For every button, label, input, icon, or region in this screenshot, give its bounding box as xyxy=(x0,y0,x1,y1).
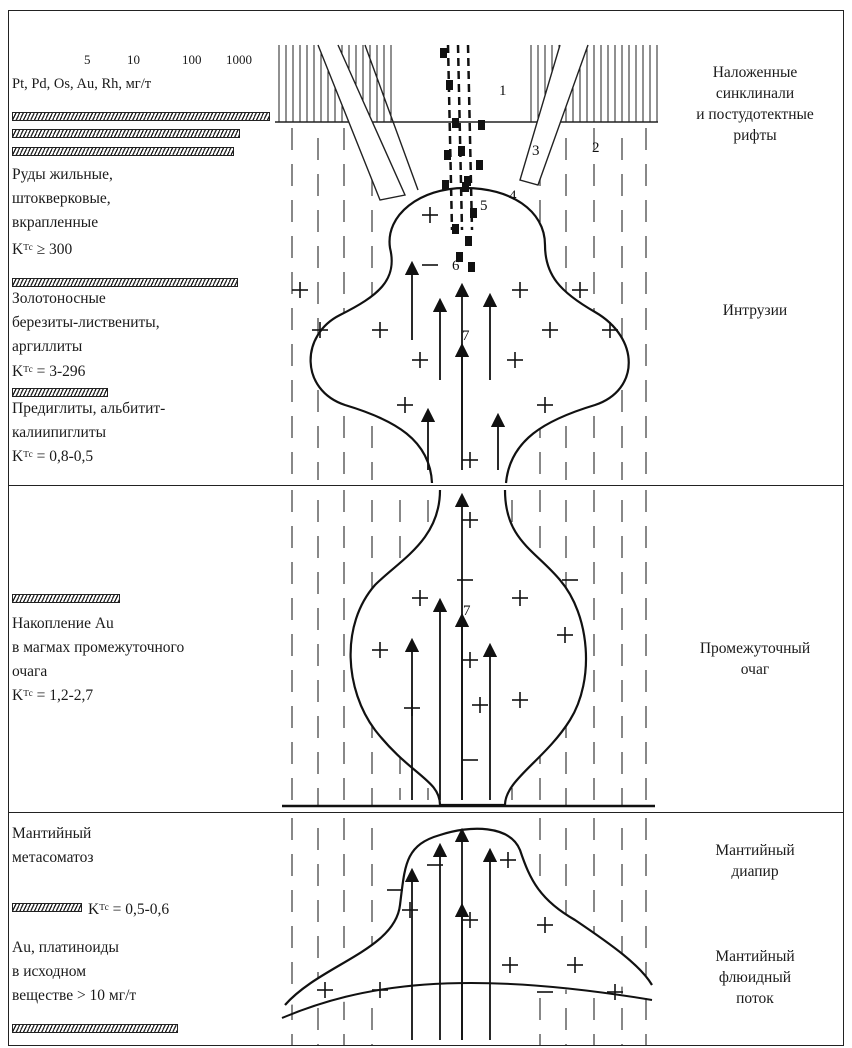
ore-block xyxy=(465,236,472,246)
callout-number: 2 xyxy=(592,140,600,156)
callout-number: 1 xyxy=(499,83,507,99)
ore-block xyxy=(462,182,469,192)
callout-number: 3 xyxy=(532,143,540,159)
rift-wedge-right xyxy=(520,45,588,185)
ore-block xyxy=(452,118,459,128)
callout-number: 5 xyxy=(480,198,488,214)
ore-block xyxy=(478,120,485,130)
mantle-diapir-outline xyxy=(285,829,652,1005)
callout-number: 4 xyxy=(509,188,517,204)
callout-number: 6 xyxy=(452,258,460,274)
intermediate-chamber-outline xyxy=(351,490,586,805)
ore-block xyxy=(468,262,475,272)
callout-number: 7 xyxy=(463,603,471,619)
ore-block xyxy=(440,48,447,58)
callout-number: 7 xyxy=(462,328,470,344)
ore-block xyxy=(442,180,449,190)
upper-intrusion-outline xyxy=(311,188,629,483)
ore-block xyxy=(476,160,483,170)
